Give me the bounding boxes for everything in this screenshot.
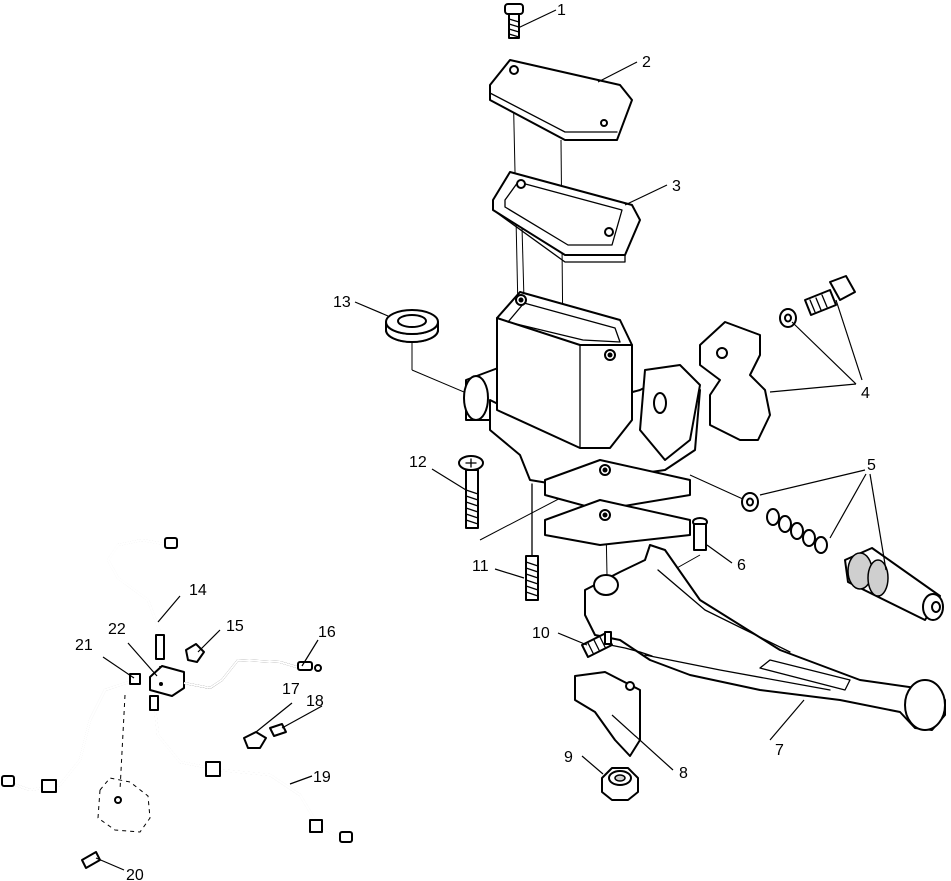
- callout-15: 15: [226, 618, 244, 635]
- part-9-lock-nut: [601, 767, 639, 801]
- part-3-gasket: [492, 171, 641, 263]
- callout-14: 14: [189, 582, 207, 599]
- callout-2: 2: [642, 54, 651, 71]
- brake-line-assembly: [1, 537, 353, 869]
- callout-6: 6: [737, 557, 746, 574]
- callout-1: 1: [557, 2, 566, 19]
- part-2-reservoir-cover: [489, 59, 633, 141]
- part-6-pivot-bolt: [692, 517, 708, 551]
- callout-11: 11: [472, 558, 489, 575]
- part-12-bolt: [458, 455, 484, 529]
- callout-10: 10: [532, 625, 550, 642]
- callout-5: 5: [867, 457, 876, 474]
- part-10-set-screw: [581, 631, 653, 658]
- callout-16: 16: [318, 624, 336, 641]
- part-5-piston-kit: [741, 492, 944, 621]
- callout-9: 9: [564, 749, 573, 766]
- callout-17: 17: [282, 681, 300, 698]
- part-8-lever-blade: [574, 671, 641, 757]
- callout-19: 19: [313, 769, 331, 786]
- callout-13: 13: [333, 294, 351, 311]
- callout-7: 7: [775, 742, 784, 759]
- callout-labels: 1 2 3 4 5 6 7 8 9 10 11 12 13 14 15 16 1…: [75, 2, 876, 881]
- callout-20: 20: [126, 867, 144, 881]
- leader-lines: [95, 9, 887, 871]
- callout-18: 18: [306, 693, 324, 710]
- part-1-cover-screw: [504, 3, 524, 39]
- part-4-handlebar-clamp: [699, 275, 856, 441]
- callout-21: 21: [75, 637, 93, 654]
- part-13-seal: [385, 309, 439, 343]
- part-11-screw: [525, 483, 539, 601]
- callout-12: 12: [409, 454, 427, 471]
- callout-8: 8: [679, 765, 688, 782]
- master-cylinder-body: [463, 291, 701, 546]
- callout-3: 3: [672, 178, 681, 195]
- callout-22: 22: [108, 621, 126, 638]
- callout-4: 4: [861, 385, 870, 402]
- part-7-brake-lever: [584, 544, 946, 731]
